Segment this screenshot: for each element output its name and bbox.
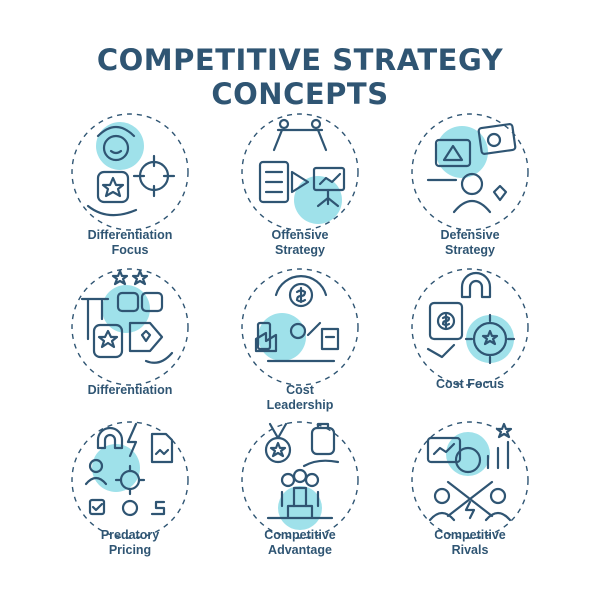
label-line-2: Pricing [108, 543, 152, 557]
page-title-line-1: COMPETITIVE STRATEGY [96, 43, 504, 77]
differentiation-icon [71, 268, 189, 386]
label-line-1: Cost Focus [435, 377, 505, 391]
label-line-1: Differentiation [87, 383, 173, 397]
concept-cost-leadership: Cost Leadership [210, 265, 390, 430]
label-line-2: Rivals [451, 543, 489, 557]
offensive-strategy-icon [241, 113, 359, 231]
defensive-strategy-icon [411, 113, 529, 231]
label-line-1: Defensive [440, 228, 500, 242]
cost-focus-icon [411, 268, 529, 386]
label-line-1: Predatory [100, 528, 160, 542]
page-title-line-2: CONCEPTS [211, 77, 389, 111]
label-line-2: Strategy [274, 243, 326, 257]
label-line-2: Focus [111, 243, 149, 257]
concept-cost-focus: Cost Focus [380, 265, 560, 430]
label-line-1: Competitive [264, 528, 336, 542]
cost-leadership-icon [241, 268, 359, 386]
label-line-1: Differentiation [87, 228, 173, 242]
concept-competitive-rivals: Competitive Rivals [380, 418, 560, 583]
concept-differentiation: Differentiation [40, 265, 220, 430]
label-line-2: Leadership [266, 398, 334, 412]
label-line-1: Competitive [434, 528, 506, 542]
competitive-advantage-icon [241, 421, 359, 539]
concept-offensive-strategy: Offensive Strategy [210, 110, 390, 275]
label-line-2: Advantage [268, 543, 332, 557]
concept-competitive-advantage: Competitive Advantage [210, 418, 390, 583]
predatory-pricing-icon [71, 421, 189, 539]
concept-differentiation-focus: Differentiation Focus [40, 110, 220, 275]
label-line-2: Strategy [444, 243, 496, 257]
label-line-1: Offensive [271, 228, 329, 242]
concept-predatory-pricing: Predatory Pricing [40, 418, 220, 583]
label-line-1: Cost [286, 383, 314, 397]
differentiation-focus-icon [71, 113, 189, 231]
competitive-rivals-icon [411, 421, 529, 539]
concept-defensive-strategy: Defensive Strategy [380, 110, 560, 275]
